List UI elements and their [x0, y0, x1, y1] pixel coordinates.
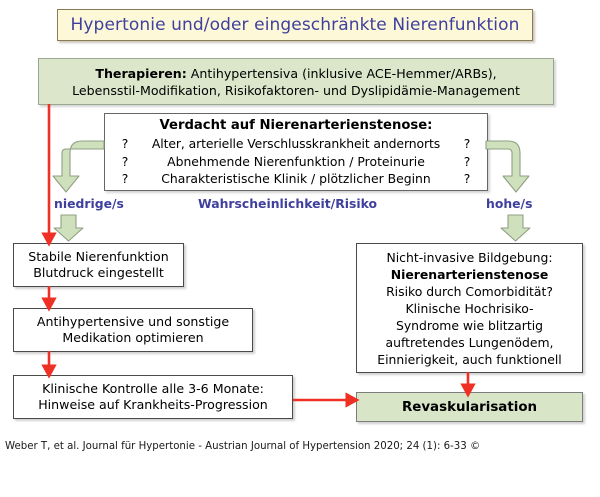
question-mark-left: ?	[121, 171, 129, 186]
box-meds-line-2: Medikation optimieren	[62, 330, 204, 345]
suspicion-question-text: Charakteristische Klinik / plötzlicher B…	[161, 171, 431, 186]
therapy-line-1: Therapieren: Antihypertensiva (inklusive…	[95, 65, 496, 82]
box-stable-line-1: Stabile Nierenfunktion	[28, 248, 169, 264]
suspicion-question-text: Alter, arterielle Verschlusskrankheit an…	[151, 136, 441, 151]
question-mark-left: ?	[121, 136, 129, 151]
question-mark-right: ?	[463, 153, 471, 169]
box-followup-line-2: Hinweise auf Krankheits-Progression	[38, 397, 268, 412]
imaging-diagnosis-label: Nierenarterienstenose	[390, 266, 549, 282]
suspicion-question-row: ? Charakteristische Klinik / plötzlicher…	[120, 170, 472, 188]
therapy-line-1-rest: Antihypertensiva (inklusive ACE-Hemmer/A…	[186, 65, 497, 81]
question-mark-right: ?	[463, 136, 471, 151]
box-noninvasive-imaging: Nicht-invasive Bildgebung: Nierenarterie…	[356, 243, 583, 373]
diagram-title-text: Hypertonie und/oder eingeschränkte Niere…	[70, 15, 520, 35]
suspicion-title: Verdacht auf Nierenarterienstenose:	[159, 117, 433, 133]
box-followup-line-1: Klinische Kontrolle alle 3-6 Monate:	[42, 380, 264, 396]
therapy-line-2: Lebensstil-Modifikation, Risikofaktoren-…	[72, 82, 520, 98]
imaging-line-1: Nicht-invasive Bildgebung:	[386, 249, 553, 265]
question-mark-left: ?	[121, 153, 129, 169]
revascularisation-label: Revaskularisation	[401, 399, 538, 415]
box-stable-renal-function: Stabile Nierenfunktion Blutdruck eingest…	[13, 243, 184, 287]
diagram-title: Hypertonie und/oder eingeschränkte Niere…	[57, 9, 533, 41]
imaging-line-2: Nierenarterienstenose	[391, 266, 549, 283]
down-arrow-right	[500, 214, 531, 242]
question-mark-right: ?	[463, 171, 471, 186]
box-meds-line-1: Antihypertensive und sonstige	[36, 313, 230, 329]
suspicion-question-row: ? Alter, arterielle Verschlusskrankheit …	[120, 135, 472, 153]
imaging-line-6: auftretendes Lungenödem,	[385, 334, 554, 350]
therapy-box: Therapieren: Antihypertensiva (inklusive…	[38, 58, 554, 105]
elbow-arrow-left	[52, 140, 105, 193]
box-optimize-medication: Antihypertensive und sonstige Medikation…	[13, 308, 253, 352]
suspicion-question-row: ? Abnehmende Nierenfunktion / Proteinuri…	[120, 153, 472, 171]
label-probability: Wahrscheinlichkeit/Risiko	[198, 196, 378, 211]
citation-text: Weber T, et al. Journal für Hypertonie -…	[5, 441, 481, 452]
suspicion-question-text: Abnehmende Nierenfunktion / Proteinurie	[167, 153, 425, 169]
therapy-lead-label: Therapieren:	[95, 65, 187, 81]
elbow-arrow-right	[485, 140, 530, 193]
down-arrow-left	[53, 214, 84, 242]
box-clinical-followup: Klinische Kontrolle alle 3-6 Monate: Hin…	[13, 375, 293, 419]
box-revascularisation: Revaskularisation	[356, 392, 583, 422]
imaging-line-3: Risiko durch Comorbidität?	[386, 283, 553, 299]
box-stable-line-2: Blutdruck eingestellt	[33, 265, 164, 280]
label-low-risk: niedrige/s	[54, 196, 124, 211]
imaging-line-4: Klinische Hochrisiko-	[405, 300, 534, 316]
imaging-line-7: Einnierigkeit, auch funktionell	[377, 351, 562, 367]
probability-label-row: niedrige/s Wahrscheinlichkeit/Risiko hoh…	[0, 196, 600, 214]
label-high-risk: hohe/s	[486, 196, 533, 211]
imaging-line-5: Syndrome wie blitzartig	[395, 317, 544, 333]
suspicion-box: Verdacht auf Nierenarterienstenose: ? Al…	[104, 113, 488, 191]
